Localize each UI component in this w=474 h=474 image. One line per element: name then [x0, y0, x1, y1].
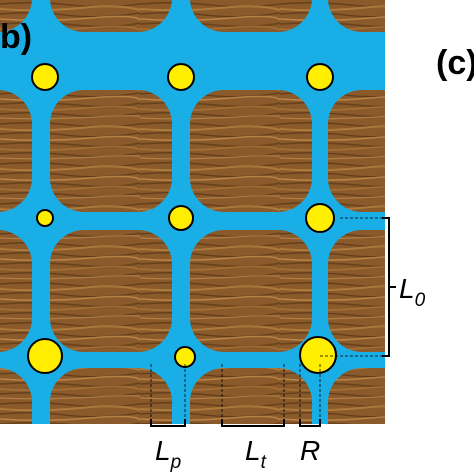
lp-label: Lp — [155, 435, 181, 473]
wood-tile — [328, 230, 385, 352]
junction-node — [299, 336, 337, 374]
panel-label-b: b) — [0, 18, 32, 56]
junction-node — [27, 338, 63, 374]
wood-tile — [50, 368, 172, 424]
lt-annotation: Lt — [221, 364, 285, 473]
wood-tile — [0, 368, 32, 424]
wood-tile — [0, 230, 32, 352]
r-label: R — [300, 435, 320, 466]
wood-tile — [0, 90, 32, 212]
r-annotation: R — [299, 364, 321, 466]
junction-node — [306, 63, 334, 91]
l0-label: L0 — [399, 273, 426, 311]
wood-tile — [328, 368, 385, 424]
lattice-diagram — [0, 0, 385, 424]
wood-tile — [190, 230, 312, 352]
wood-tile — [50, 230, 172, 352]
panel-label-c: (c) — [436, 44, 474, 82]
wood-tile — [190, 90, 312, 212]
wood-tile — [328, 90, 385, 212]
junction-node — [305, 203, 335, 233]
lp-annotation: Lp — [150, 364, 186, 473]
junction-node — [36, 209, 54, 227]
wood-tile — [0, 0, 32, 32]
wood-tile — [190, 368, 312, 424]
junction-node — [167, 63, 195, 91]
junction-node — [31, 63, 59, 91]
l0-annotation: L0 — [320, 217, 426, 357]
wood-tile — [50, 90, 172, 212]
wood-tile — [328, 0, 385, 32]
lt-label: Lt — [245, 435, 267, 473]
wood-tile — [190, 0, 312, 32]
junction-node — [168, 205, 194, 231]
wood-tile — [50, 0, 172, 32]
